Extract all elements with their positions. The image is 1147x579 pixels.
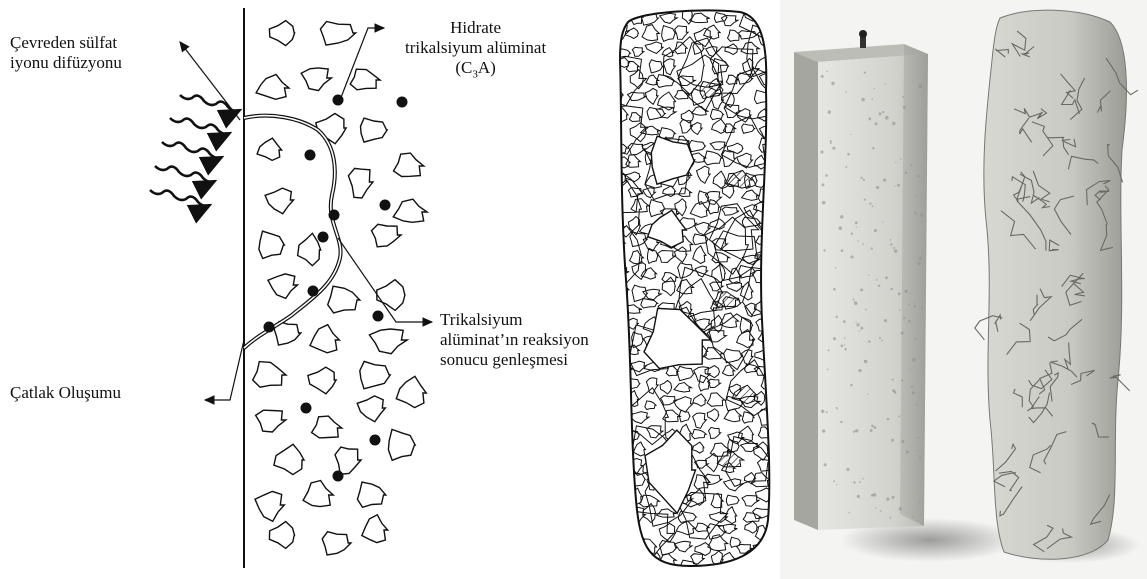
c3a-expansion-line-3: sonucu genleşmesi	[440, 350, 589, 370]
hydrated-c3a-line-1: Hidrate	[405, 18, 546, 38]
sulfate-diffusion-line-2: iyonu difüzyonu	[10, 53, 122, 73]
label-arrow-icon	[180, 28, 432, 400]
formula-close: A)	[478, 58, 496, 77]
sulfate-wave-arrow-icon	[150, 95, 240, 206]
sulfate-diffusion-line-1: Çevreden sülfat	[10, 33, 122, 53]
crack-formation-label: Çatlak Oluşumu	[10, 383, 121, 403]
hydrated-c3a-line-2: trikalsiyum alüminat	[405, 38, 546, 58]
c3a-expansion-line-1: Trikalsiyum	[440, 310, 589, 330]
c3a-expansion-line-2: alüminat’ın reaksiyon	[440, 330, 589, 350]
formula-open: (C	[455, 58, 472, 77]
degraded-specimen-sketch	[596, 0, 791, 570]
sulfate-damaged-concrete-prism	[975, 10, 1140, 563]
hydrated-c3a-formula: (C3A)	[405, 58, 546, 84]
c3a-expansion-label: Trikalsiyum alüminat’ın reaksiyon sonucu…	[440, 310, 589, 370]
hydrated-c3a-label: Hidrate trikalsiyum alüminat (C3A)	[405, 18, 546, 84]
sulfate-diffusion-label: Çevreden sülfat iyonu difüzyonu	[10, 33, 122, 73]
schematic-diagram	[150, 8, 432, 568]
